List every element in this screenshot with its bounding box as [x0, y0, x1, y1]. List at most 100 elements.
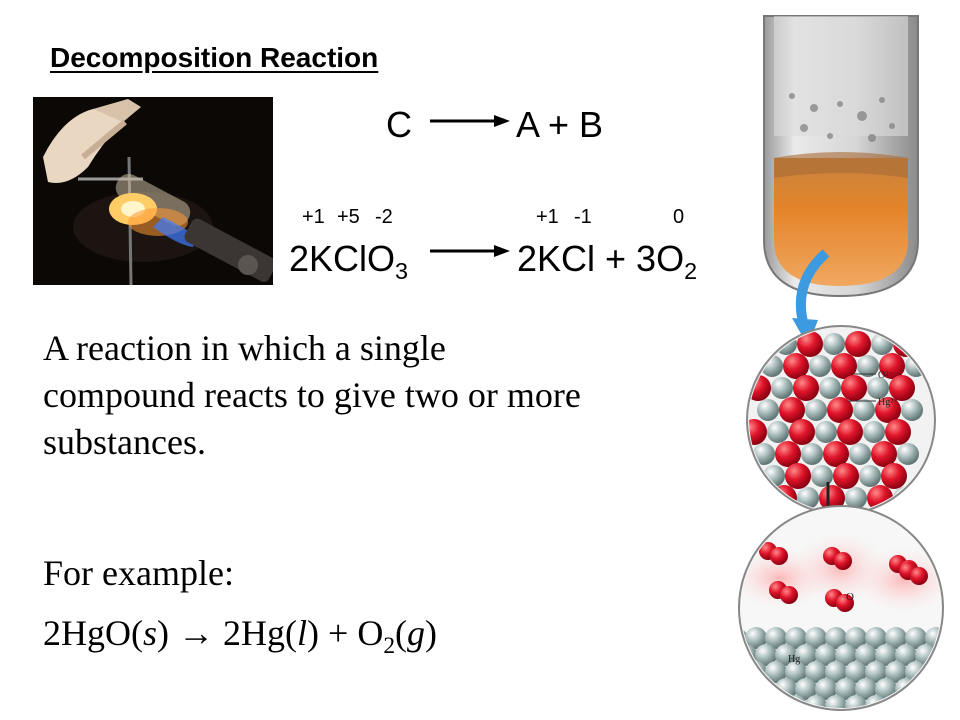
- oxide-ion-label: O²⁻: [878, 370, 894, 381]
- ox-state-cl: +5: [337, 206, 360, 228]
- oxide-ion-sphere: [875, 397, 901, 423]
- mercury-atom-sphere: [825, 661, 847, 683]
- mercury-atom-sphere: [885, 661, 907, 683]
- oxide-ion-sphere: [885, 419, 911, 445]
- oxygen-atom-sphere: [770, 547, 788, 565]
- mercury-ion-sphere: [771, 377, 793, 399]
- mercury-ion-sphere: [857, 355, 879, 377]
- mercury-atom-sphere: [775, 644, 797, 666]
- example-equation: 2HgO(s) → 2Hg(l) + O2(g): [43, 613, 438, 660]
- mercury-ion-sphere: [797, 487, 819, 509]
- mercury-atom-sphere: [845, 695, 867, 708]
- oxide-ion-sphere: [871, 441, 897, 467]
- mercury-atom-sphere: [845, 661, 867, 683]
- mercury-ion-sphere: [853, 399, 875, 421]
- oxide-ion-sphere: [785, 463, 811, 489]
- mercury-ion-sphere: [859, 465, 881, 487]
- oxide-ion-sphere: [841, 375, 867, 401]
- hgo-decomposition-figure: O²⁻ Hg²⁺ O Hg: [738, 15, 944, 711]
- mercury-atom-sphere: [925, 695, 941, 708]
- mercury-ion-sphere: [753, 443, 775, 465]
- oxide-ion-sphere: [831, 353, 857, 379]
- mercury-ion-sphere: [767, 421, 789, 443]
- oxide-ion-sphere: [837, 419, 863, 445]
- ox-state-k: +1: [302, 206, 325, 228]
- mercury-atom-sphere: [795, 678, 817, 700]
- mercury-atom-sphere: [795, 644, 817, 666]
- mercury-ion-sphere: [901, 399, 923, 421]
- mercury-atom-sphere: [741, 678, 757, 700]
- oxygen-atom-sphere: [834, 552, 852, 570]
- ox-state-o2-product: 0: [673, 206, 685, 228]
- example-label: For example:: [43, 553, 234, 593]
- mercury-atom-sphere: [935, 644, 941, 666]
- mercury-ion-sphere: [757, 399, 779, 421]
- mercury-atom-sphere: [755, 678, 777, 700]
- mercury-ion-sphere: [801, 443, 823, 465]
- mercury-ion-sphere: [845, 487, 867, 509]
- kclo3-reactant: 2KClO3: [289, 238, 409, 285]
- mercury-ion-sphere: [823, 333, 845, 355]
- oxide-ion-sphere: [823, 441, 849, 467]
- mercury-atom-sphere: [855, 678, 877, 700]
- general-products: A + B: [516, 104, 604, 145]
- mercury-ion-sphere: [863, 421, 885, 443]
- mercury-atom-sphere: [855, 644, 877, 666]
- mercury-ion-sphere: [815, 421, 837, 443]
- mercury-atom-sphere: [915, 678, 937, 700]
- mercury-atom-sphere: [765, 695, 787, 708]
- oxygen-atom-sphere: [910, 567, 928, 585]
- ox-state-k-product: +1: [536, 206, 559, 228]
- mercury-ion-sphere: [849, 443, 871, 465]
- oxygen-atom-sphere: [836, 594, 854, 612]
- mercury-atom-sphere: [835, 644, 857, 666]
- oxide-ion-sphere: [783, 353, 809, 379]
- oxide-ion-sphere: [771, 485, 797, 511]
- mercury-ion-sphere: [897, 443, 919, 465]
- general-reactant: C: [386, 104, 412, 145]
- heating-photo: [33, 97, 273, 285]
- oxide-ion-sphere: [789, 419, 815, 445]
- reaction-arrow-icon: [430, 115, 510, 127]
- mercury-atom-sphere: [865, 627, 887, 649]
- mercury-ion-sphere: [811, 465, 833, 487]
- ox-state-cl-product: -1: [574, 206, 592, 228]
- reaction-arrow-icon: [430, 245, 510, 257]
- oxide-ion-sphere: [845, 331, 871, 357]
- mercury-ion-sphere: [809, 355, 831, 377]
- mercury-atom-sphere: [755, 644, 777, 666]
- mercury-atom-sphere: [741, 695, 747, 708]
- mercury-atom-sphere: [745, 695, 767, 708]
- oxide-ion-sphere: [827, 397, 853, 423]
- definition-text: A reaction in which a single compound re…: [43, 328, 581, 462]
- mercury-atom-sphere: [925, 627, 941, 649]
- mercury-atom-sphere: [785, 661, 807, 683]
- oxygen-label: O: [846, 591, 854, 603]
- oxygen-atom-sphere: [780, 586, 798, 604]
- mercury-label: Hg: [788, 654, 800, 665]
- mercury-ion-sphere: [819, 377, 841, 399]
- mercury-atom-sphere: [815, 644, 837, 666]
- oxide-ion-sphere: [833, 463, 859, 489]
- mercury-ion-label: Hg²⁺: [878, 397, 899, 408]
- mercury-atom-sphere: [765, 627, 787, 649]
- mercury-atom-sphere: [805, 661, 827, 683]
- oxide-ion-sphere: [779, 397, 805, 423]
- mercury-ion-sphere: [805, 399, 827, 421]
- mercury-atom-sphere: [825, 695, 847, 708]
- mercury-atom-sphere: [835, 678, 857, 700]
- oxide-ion-sphere: [775, 441, 801, 467]
- mercury-atom-sphere: [741, 661, 747, 683]
- kclo3-products: 2KCl + 3O2: [517, 238, 698, 285]
- oxide-ion-sphere: [749, 419, 767, 445]
- mercury-atom-sphere: [765, 661, 787, 683]
- oxide-ion-sphere: [889, 375, 915, 401]
- oxide-ion-sphere: [819, 485, 845, 511]
- mercury-ion-sphere: [749, 487, 771, 509]
- oxide-ion-sphere: [881, 463, 907, 489]
- mercury-atom-sphere: [875, 644, 897, 666]
- mercury-atom-sphere: [745, 627, 767, 649]
- mercury-atom-sphere: [805, 627, 827, 649]
- mercury-atom-sphere: [815, 678, 837, 700]
- oxide-ion-sphere: [879, 353, 905, 379]
